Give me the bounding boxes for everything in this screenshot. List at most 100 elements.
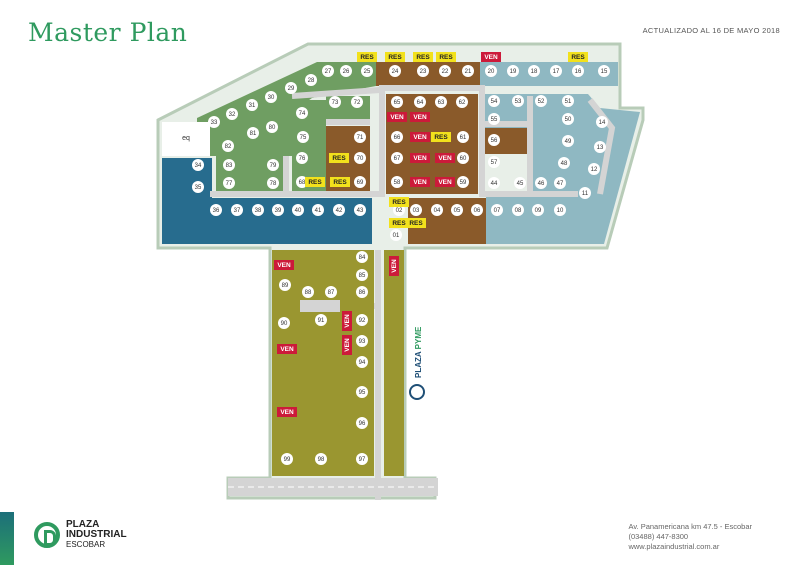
lot-61[interactable]: 61 <box>457 131 469 143</box>
lot-57[interactable]: 57 <box>488 156 500 168</box>
lot-80[interactable]: 80 <box>266 121 278 133</box>
lot-24[interactable]: 24 <box>389 65 401 77</box>
lot-95[interactable]: 95 <box>356 386 368 398</box>
lot-85[interactable]: 85 <box>356 269 368 281</box>
lot-marker <box>535 95 547 107</box>
lot-40[interactable]: 40 <box>292 204 304 216</box>
lot-98[interactable]: 98 <box>315 453 327 465</box>
lot-47[interactable]: 47 <box>554 177 566 189</box>
lot-12[interactable]: 12 <box>588 163 600 175</box>
lot-33[interactable]: 33 <box>208 116 220 128</box>
lot-18[interactable]: 18 <box>528 65 540 77</box>
lot-35[interactable]: 35 <box>192 181 204 193</box>
lot-04[interactable]: 04 <box>431 204 443 216</box>
lot-13[interactable]: 13 <box>594 141 606 153</box>
lot-28[interactable]: 28 <box>305 74 317 86</box>
lot-56[interactable]: 56 <box>488 134 500 146</box>
lot-53[interactable]: 53 <box>512 95 524 107</box>
lot-27[interactable]: 27 <box>322 65 334 77</box>
lot-25[interactable]: 25 <box>361 65 373 77</box>
lot-05[interactable]: 05 <box>451 204 463 216</box>
lot-15[interactable]: 15 <box>598 65 610 77</box>
lot-44[interactable]: 44 <box>488 177 500 189</box>
lot-87[interactable]: 87 <box>325 286 337 298</box>
contact-web[interactable]: www.plazaindustrial.com.ar <box>628 542 720 551</box>
lot-31[interactable]: 31 <box>246 99 258 111</box>
lot-71[interactable]: 71 <box>354 131 366 143</box>
lot-67[interactable]: 67 <box>391 152 403 164</box>
lot-92[interactable]: 92 <box>356 314 368 326</box>
lot-09[interactable]: 09 <box>532 204 544 216</box>
lot-38[interactable]: 38 <box>252 204 264 216</box>
lot-39[interactable]: 39 <box>272 204 284 216</box>
lot-58[interactable]: 58 <box>391 176 403 188</box>
lot-54[interactable]: 54 <box>488 95 500 107</box>
lot-88[interactable]: 88 <box>302 286 314 298</box>
lot-66[interactable]: 66 <box>391 131 403 143</box>
lot-91[interactable]: 91 <box>315 314 327 326</box>
lot-50[interactable]: 50 <box>562 113 574 125</box>
lot-86[interactable]: 86 <box>356 286 368 298</box>
lot-64[interactable]: 64 <box>414 96 426 108</box>
lot-69[interactable]: 69 <box>354 176 366 188</box>
lot-16[interactable]: 16 <box>572 65 584 77</box>
lot-07[interactable]: 07 <box>491 204 503 216</box>
lot-65[interactable]: 65 <box>391 96 403 108</box>
lot-52[interactable]: 52 <box>535 95 547 107</box>
lot-77[interactable]: 77 <box>223 177 235 189</box>
lot-36[interactable]: 36 <box>210 204 222 216</box>
lot-46[interactable]: 46 <box>535 177 547 189</box>
lot-19[interactable]: 19 <box>507 65 519 77</box>
lot-03[interactable]: 03 <box>410 204 422 216</box>
lot-90[interactable]: 90 <box>278 317 290 329</box>
lot-26[interactable]: 26 <box>340 65 352 77</box>
lot-72[interactable]: 72 <box>351 96 363 108</box>
lot-79[interactable]: 79 <box>267 159 279 171</box>
lot-34[interactable]: 34 <box>192 159 204 171</box>
lot-73[interactable]: 73 <box>329 96 341 108</box>
lot-49[interactable]: 49 <box>562 135 574 147</box>
lot-51[interactable]: 51 <box>562 95 574 107</box>
lot-84[interactable]: 84 <box>356 251 368 263</box>
lot-number: 80 <box>269 125 276 131</box>
lot-78[interactable]: 78 <box>267 177 279 189</box>
lot-93[interactable]: 93 <box>356 335 368 347</box>
lot-37[interactable]: 37 <box>231 204 243 216</box>
lot-48[interactable]: 48 <box>558 157 570 169</box>
lot-43[interactable]: 43 <box>354 204 366 216</box>
lot-76[interactable]: 76 <box>296 152 308 164</box>
lot-97[interactable]: 97 <box>356 453 368 465</box>
lot-10[interactable]: 10 <box>554 204 566 216</box>
lot-82[interactable]: 82 <box>222 140 234 152</box>
lot-99[interactable]: 99 <box>281 453 293 465</box>
lot-59[interactable]: 59 <box>457 176 469 188</box>
lot-01[interactable]: 01 <box>390 229 402 241</box>
lot-83[interactable]: 83 <box>223 159 235 171</box>
lot-74[interactable]: 74 <box>296 107 308 119</box>
lot-45[interactable]: 45 <box>514 177 526 189</box>
lot-81[interactable]: 81 <box>247 127 259 139</box>
lot-21[interactable]: 21 <box>462 65 474 77</box>
lot-60[interactable]: 60 <box>457 152 469 164</box>
lot-08[interactable]: 08 <box>512 204 524 216</box>
lot-70[interactable]: 70 <box>354 152 366 164</box>
lot-11[interactable]: 11 <box>579 187 591 199</box>
lot-75[interactable]: 75 <box>297 131 309 143</box>
lot-22[interactable]: 22 <box>439 65 451 77</box>
lot-32[interactable]: 32 <box>226 108 238 120</box>
lot-94[interactable]: 94 <box>356 356 368 368</box>
lot-55[interactable]: 55 <box>488 113 500 125</box>
lot-29[interactable]: 29 <box>285 82 297 94</box>
lot-17[interactable]: 17 <box>550 65 562 77</box>
lot-14[interactable]: 14 <box>596 116 608 128</box>
lot-89[interactable]: 89 <box>279 279 291 291</box>
lot-63[interactable]: 63 <box>435 96 447 108</box>
lot-41[interactable]: 41 <box>312 204 324 216</box>
lot-30[interactable]: 30 <box>265 91 277 103</box>
lot-42[interactable]: 42 <box>333 204 345 216</box>
lot-20[interactable]: 20 <box>485 65 497 77</box>
lot-06[interactable]: 06 <box>471 204 483 216</box>
lot-96[interactable]: 96 <box>356 417 368 429</box>
lot-23[interactable]: 23 <box>417 65 429 77</box>
lot-62[interactable]: 62 <box>456 96 468 108</box>
